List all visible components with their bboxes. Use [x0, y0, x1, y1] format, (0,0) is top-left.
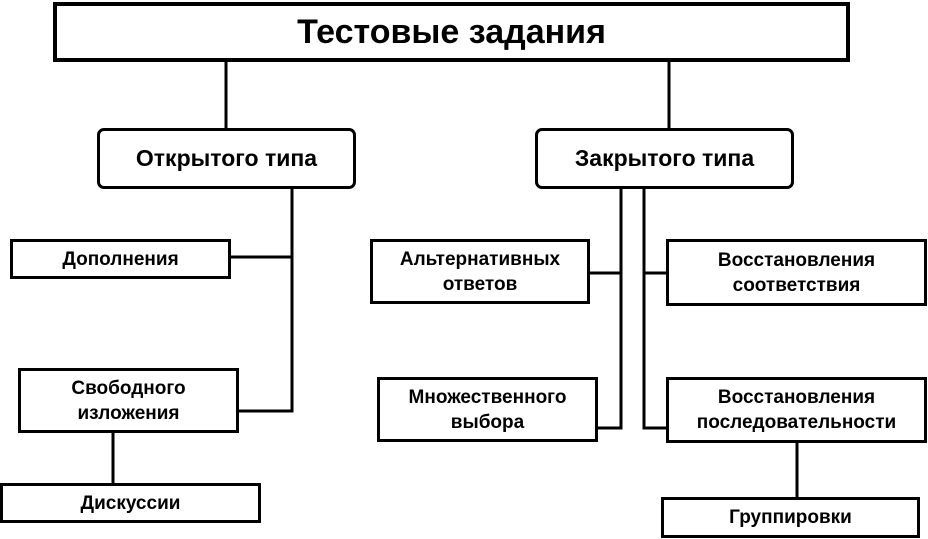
closed-type-box: Закрытого типа — [535, 128, 794, 189]
completion-box: Дополнения — [10, 239, 231, 279]
closed-type-label: Закрытого типа — [574, 145, 755, 171]
sequence-label-line1: Восстановления — [717, 387, 876, 408]
diagram-title: Тестовые задания — [297, 12, 606, 51]
matching-box: Восстановления соответствия — [666, 239, 927, 306]
free-essay-box: Свободного изложения — [18, 368, 239, 433]
discussion-box: Дискуссии — [0, 483, 261, 523]
alternative-label-line2: ответов — [442, 273, 518, 295]
free-essay-label-line1: Свободного — [71, 377, 186, 399]
multiple-choice-label-line2: выбора — [450, 411, 525, 433]
alternative-answers-box: Альтернативных ответов — [370, 239, 590, 304]
discussion-label: Дискуссии — [80, 492, 181, 514]
open-type-label: Открытого типа — [135, 145, 318, 171]
multiple-choice-label-line1: Множественного — [408, 386, 567, 408]
free-essay-label-line2: изложения — [77, 402, 180, 424]
connector-closed-right-trunk — [642, 188, 667, 430]
grouping-box: Группировки — [661, 497, 920, 538]
open-type-box: Открытого типа — [97, 128, 356, 189]
grouping-label: Группировки — [729, 507, 852, 528]
connector-open-trunk — [238, 188, 294, 413]
matching-label-line2: соответствия — [732, 274, 861, 296]
alternative-label-line1: Альтернативных — [399, 248, 561, 270]
sequence-box: Восстановления последовательности — [666, 377, 927, 443]
connector-closed-left-trunk — [597, 188, 623, 430]
diagram-title-box: Тестовые задания — [53, 2, 850, 62]
matching-label-line1: Восстановления — [717, 249, 876, 271]
multiple-choice-box: Множественного выбора — [377, 377, 598, 442]
completion-label: Дополнения — [62, 248, 179, 270]
sequence-label-line2: последовательности — [696, 412, 897, 433]
